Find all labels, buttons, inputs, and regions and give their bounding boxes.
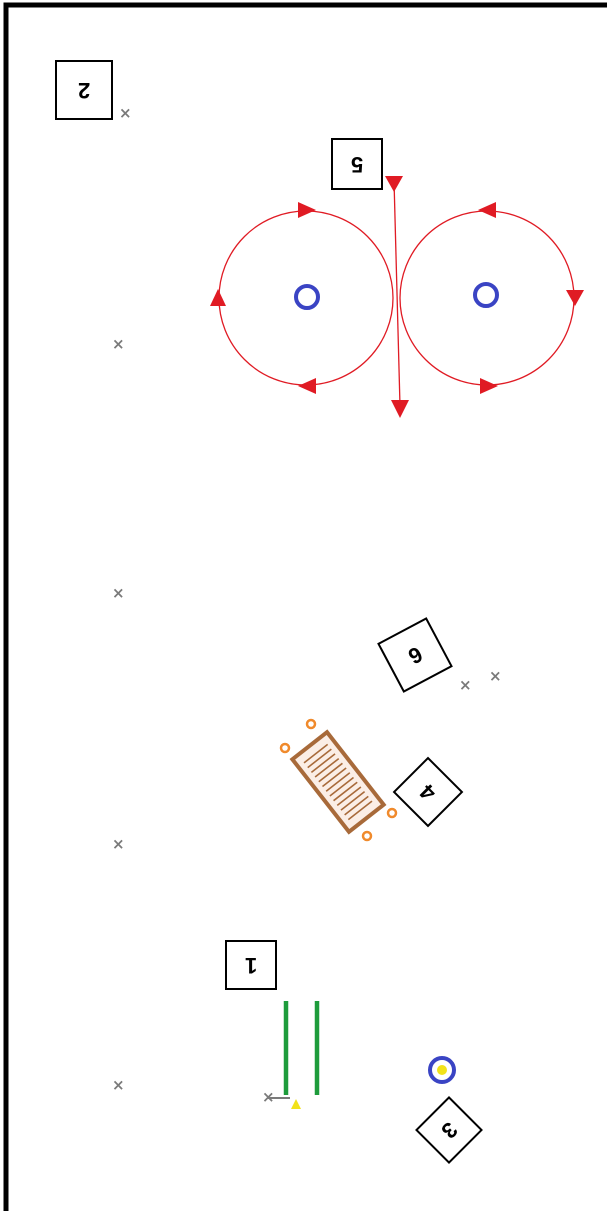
station-5-number: 5 bbox=[350, 152, 364, 177]
right-loop bbox=[399, 210, 575, 386]
station-3-number: 3 bbox=[436, 1117, 463, 1144]
station-2-number: 2 bbox=[77, 78, 91, 103]
station-1-number: 1 bbox=[244, 953, 258, 978]
direction-arrow bbox=[566, 290, 584, 306]
station-6-number: 6 bbox=[403, 641, 427, 670]
target-center bbox=[437, 1065, 447, 1075]
cone-left bbox=[294, 284, 320, 310]
direction-arrow bbox=[210, 289, 226, 306]
cone-right bbox=[473, 282, 499, 308]
cross-marker: × bbox=[262, 1088, 275, 1106]
start-flag-icon bbox=[291, 1099, 301, 1109]
left-loop bbox=[218, 210, 394, 386]
straight-path bbox=[393, 179, 401, 407]
cross-marker: × bbox=[112, 584, 125, 602]
table-dot bbox=[305, 718, 317, 730]
target-ring bbox=[428, 1056, 456, 1084]
station-5-label: 5 bbox=[331, 138, 383, 190]
pause-table bbox=[289, 729, 387, 835]
figure-eight-path bbox=[210, 176, 584, 418]
station-4-number: 4 bbox=[414, 779, 441, 806]
direction-arrow bbox=[298, 378, 316, 394]
map-border bbox=[3, 2, 607, 1211]
table-dot bbox=[279, 742, 291, 754]
direction-arrow bbox=[385, 176, 403, 192]
table-dot bbox=[386, 807, 398, 819]
cross-marker: × bbox=[459, 676, 472, 694]
direction-arrow bbox=[480, 378, 498, 394]
table-dot bbox=[361, 830, 373, 842]
cross-marker: × bbox=[112, 335, 125, 353]
station-2-label: 2 bbox=[55, 60, 113, 120]
cross-marker: × bbox=[112, 835, 125, 853]
cross-marker: × bbox=[112, 1076, 125, 1094]
direction-arrow bbox=[298, 202, 316, 218]
direction-arrow bbox=[478, 202, 496, 218]
cross-marker: × bbox=[119, 104, 132, 122]
cross-marker: × bbox=[489, 667, 502, 685]
bar-jump bbox=[268, 1001, 320, 1109]
direction-arrow bbox=[391, 400, 409, 418]
station-1-label: 1 bbox=[225, 940, 277, 990]
